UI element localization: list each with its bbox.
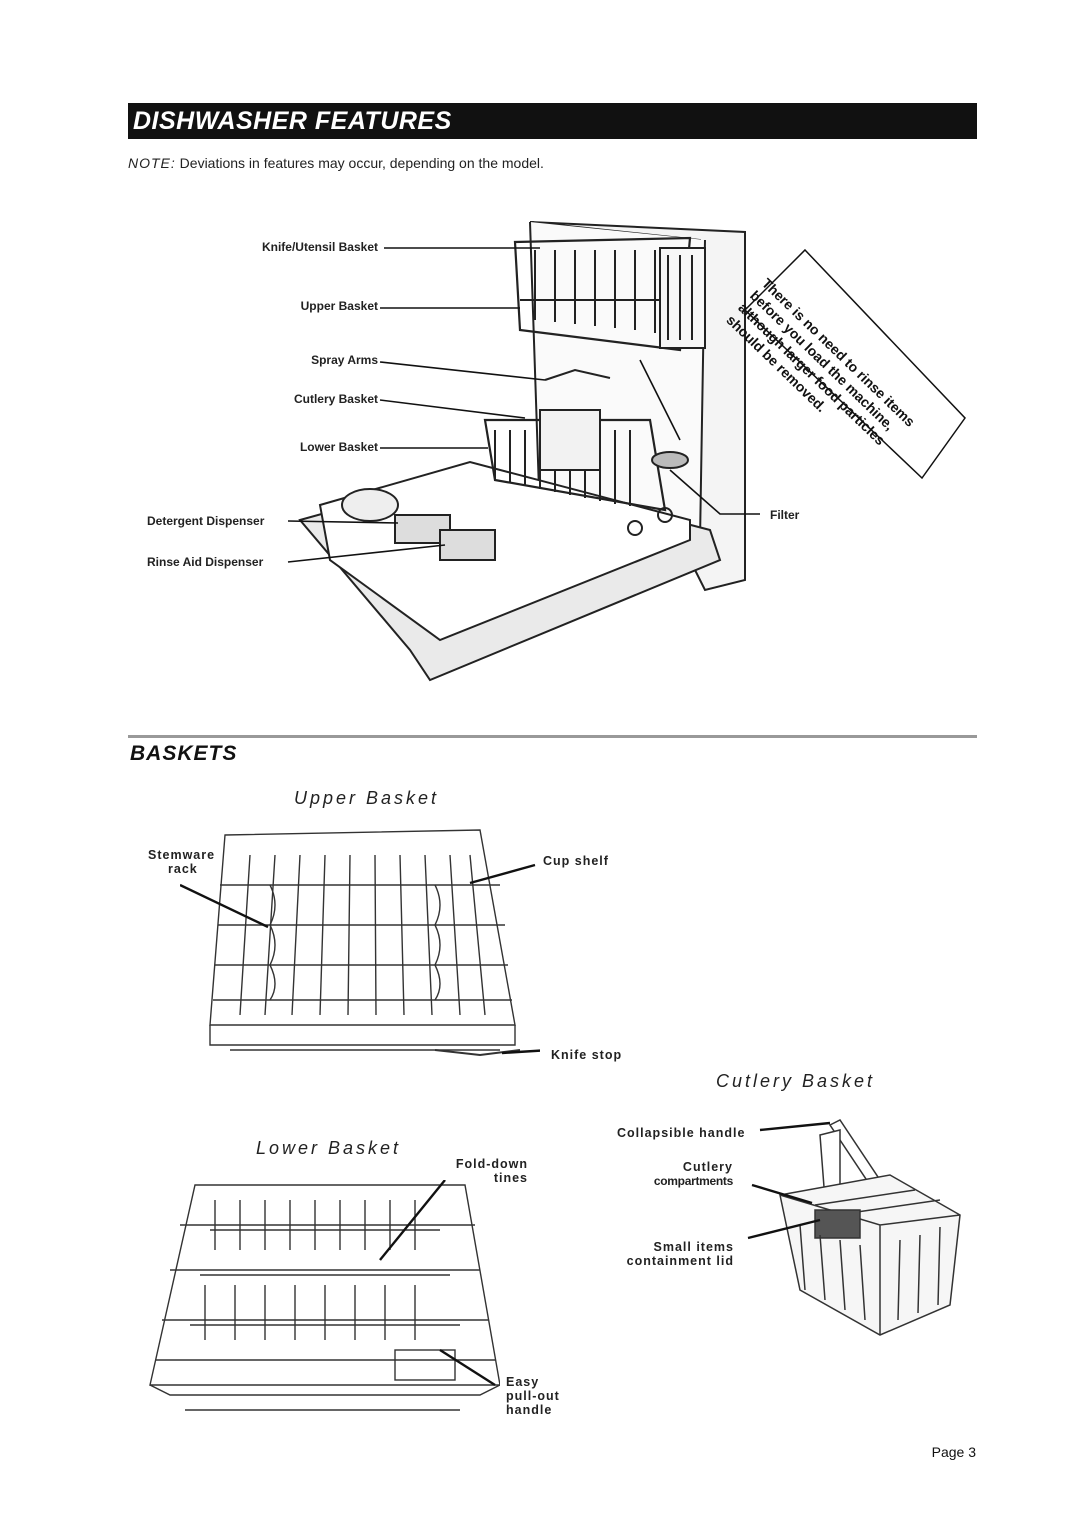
label-fold-down-line2: tines [493,1171,528,1185]
label-lower-basket: Lower Basket [299,440,378,454]
label-small-items-lid: Small items containment lid [612,1240,734,1268]
label-fold-down-tines: Fold-down tines [440,1157,528,1185]
baskets-heading: BASKETS [130,742,238,765]
label-collapsible-handle: Collapsible handle [617,1126,746,1140]
label-cutlery-compartments: Cutlery compartments [640,1160,733,1188]
label-knife-stop: Knife stop [551,1048,623,1062]
section-divider [128,735,977,738]
note-text: Deviations in features may occur, depend… [179,155,544,171]
label-knife-utensil-basket: Knife/Utensil Basket [261,240,378,254]
label-easy-pull-out-handle: Easy pull-out handle [506,1375,560,1417]
label-upper-basket: Upper Basket [300,299,378,313]
label-filter: Filter [770,508,800,522]
note-prefix: NOTE: [128,155,176,171]
upper-basket-title: Upper Basket [294,788,440,808]
rinse-note-card [743,248,966,480]
dishwasher-illustration [287,221,760,682]
label-spray-arms: Spray Arms [311,353,378,367]
label-cup-shelf: Cup shelf [543,854,609,868]
note: NOTE: Deviations in features may occur, … [128,155,544,171]
label-rinse-aid-dispenser: Rinse Aid Dispenser [147,555,264,569]
label-cutlery-line1: Cutlery [682,1160,733,1174]
cutlery-basket-title: Cutlery Basket [716,1071,876,1091]
label-stemware-line1: Stemware [148,848,216,862]
label-easy-line1: Easy [506,1375,540,1389]
label-small-items-line1: Small items [653,1240,734,1254]
page-number: Page 3 [931,1444,976,1460]
label-easy-line2: pull-out [506,1389,560,1403]
lower-basket-illustration [149,1180,500,1411]
title-bar [128,103,977,139]
label-stemware-line2: rack [168,862,198,876]
page-title: DISHWASHER FEATURES [133,107,452,135]
label-stemware-rack: Stemware rack [148,848,215,876]
label-cutlery-line2: compartments [653,1174,733,1188]
upper-basket-illustration [180,829,540,1057]
cutlery-basket-illustration [747,1119,961,1336]
label-cutlery-basket: Cutlery Basket [293,392,378,406]
label-fold-down-line1: Fold-down [455,1157,528,1171]
label-small-items-line2: containment lid [626,1254,734,1268]
lower-basket-title: Lower Basket [256,1138,402,1158]
label-detergent-dispenser: Detergent Dispenser [147,514,265,528]
label-easy-line3: handle [506,1403,553,1417]
